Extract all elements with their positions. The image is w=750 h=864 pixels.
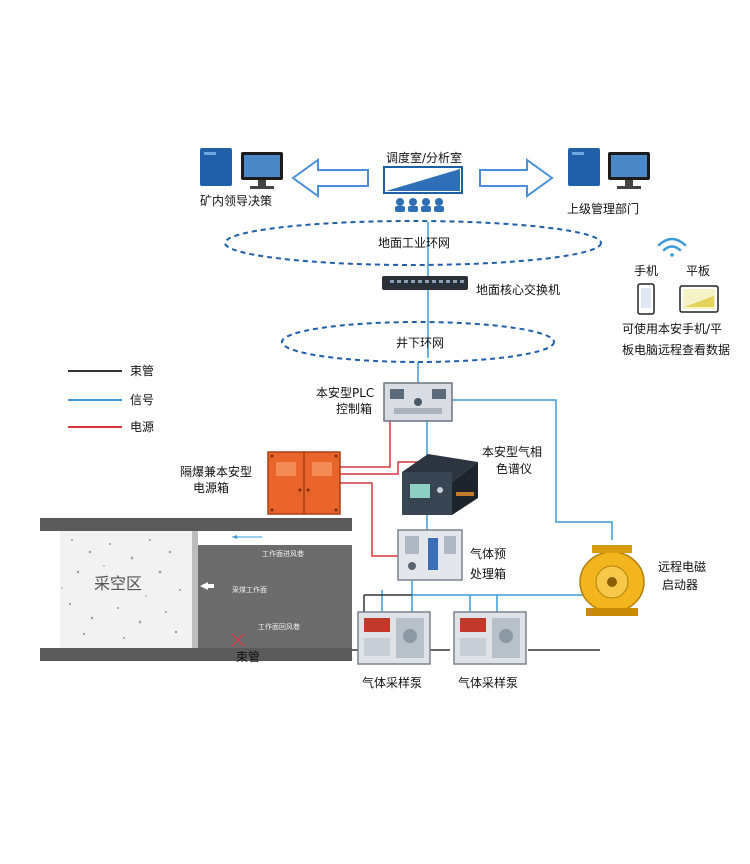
power-box-label-line-2: 电源箱 [193,481,230,495]
legend-signal-label: 信号 [130,393,155,407]
surface-ring-label: 地面工业环网 [378,236,451,250]
starter-label-line-2: 启动器 [662,578,699,592]
mine-leadership-label: 矿内领导决策 [200,194,273,208]
tube-label: 束管 [236,650,261,664]
power-box-label-line-1: 隔爆兼本安型 [180,465,253,479]
right-arrow-icon [479,158,554,198]
underground-ring-label: 井下环网 [396,336,445,350]
phone-icon [637,283,655,315]
core-switch-label: 地面核心交换机 [476,283,561,297]
chromatograph-label-line-1: 本安型气相 [482,445,543,459]
core-switch-icon [382,276,468,290]
mobile-note-line-2: 板电脑远程查看数据 [622,343,731,357]
control-room-label: 调度室/分析室 [386,151,463,165]
tablet-icon [679,285,719,313]
remote-starter-icon [579,545,645,616]
phone-label: 手机 [634,264,659,278]
gas-sampling-pump-2-icon [453,611,527,665]
pretreatment-label-line-2: 处理箱 [470,567,507,581]
legend-tube-line [68,370,122,372]
gas-sampling-pump-1-icon [357,611,431,665]
pump-2-label: 气体采样泵 [458,676,519,690]
tablet-label: 平板 [686,264,711,278]
higher-management-label: 上级管理部门 [567,202,640,216]
left-arrow-icon [291,158,369,198]
mine-working-face [40,518,352,661]
plc-control-box-icon [383,382,453,422]
right-computer-icon [568,148,650,189]
gas-pretreatment-box-icon [397,529,463,581]
return-roadway-label: 工作面回风巷 [258,623,300,631]
plc-label-line-1: 本安型PLC [316,386,375,400]
explosion-proof-power-box-icon [267,451,341,515]
plc-label-line-2: 控制箱 [336,402,373,416]
surface-ring-network [224,220,602,266]
legend-power-line [68,426,122,428]
underground-ring-network [281,321,555,363]
mobile-note-line-1: 可使用本安手机/平 [622,322,723,336]
intake-roadway-label: 工作面进风巷 [262,550,304,558]
pretreatment-label-line-1: 气体预 [470,547,507,561]
control-room-screen-icon [383,166,463,212]
pump-1-label: 气体采样泵 [362,676,423,690]
legend-power-label: 电源 [130,420,155,434]
wifi-icon [657,237,687,257]
legend-signal-line [68,399,122,401]
legend-tube-label: 束管 [130,364,155,378]
gas-chromatograph-icon [402,454,478,515]
starter-label-line-1: 远程电磁 [658,560,707,574]
goaf-label: 采空区 [94,574,143,593]
working-face-label: 采煤工作面 [232,586,267,594]
chromatograph-label-line-2: 色谱仪 [496,462,533,476]
left-computer-icon [200,148,283,189]
